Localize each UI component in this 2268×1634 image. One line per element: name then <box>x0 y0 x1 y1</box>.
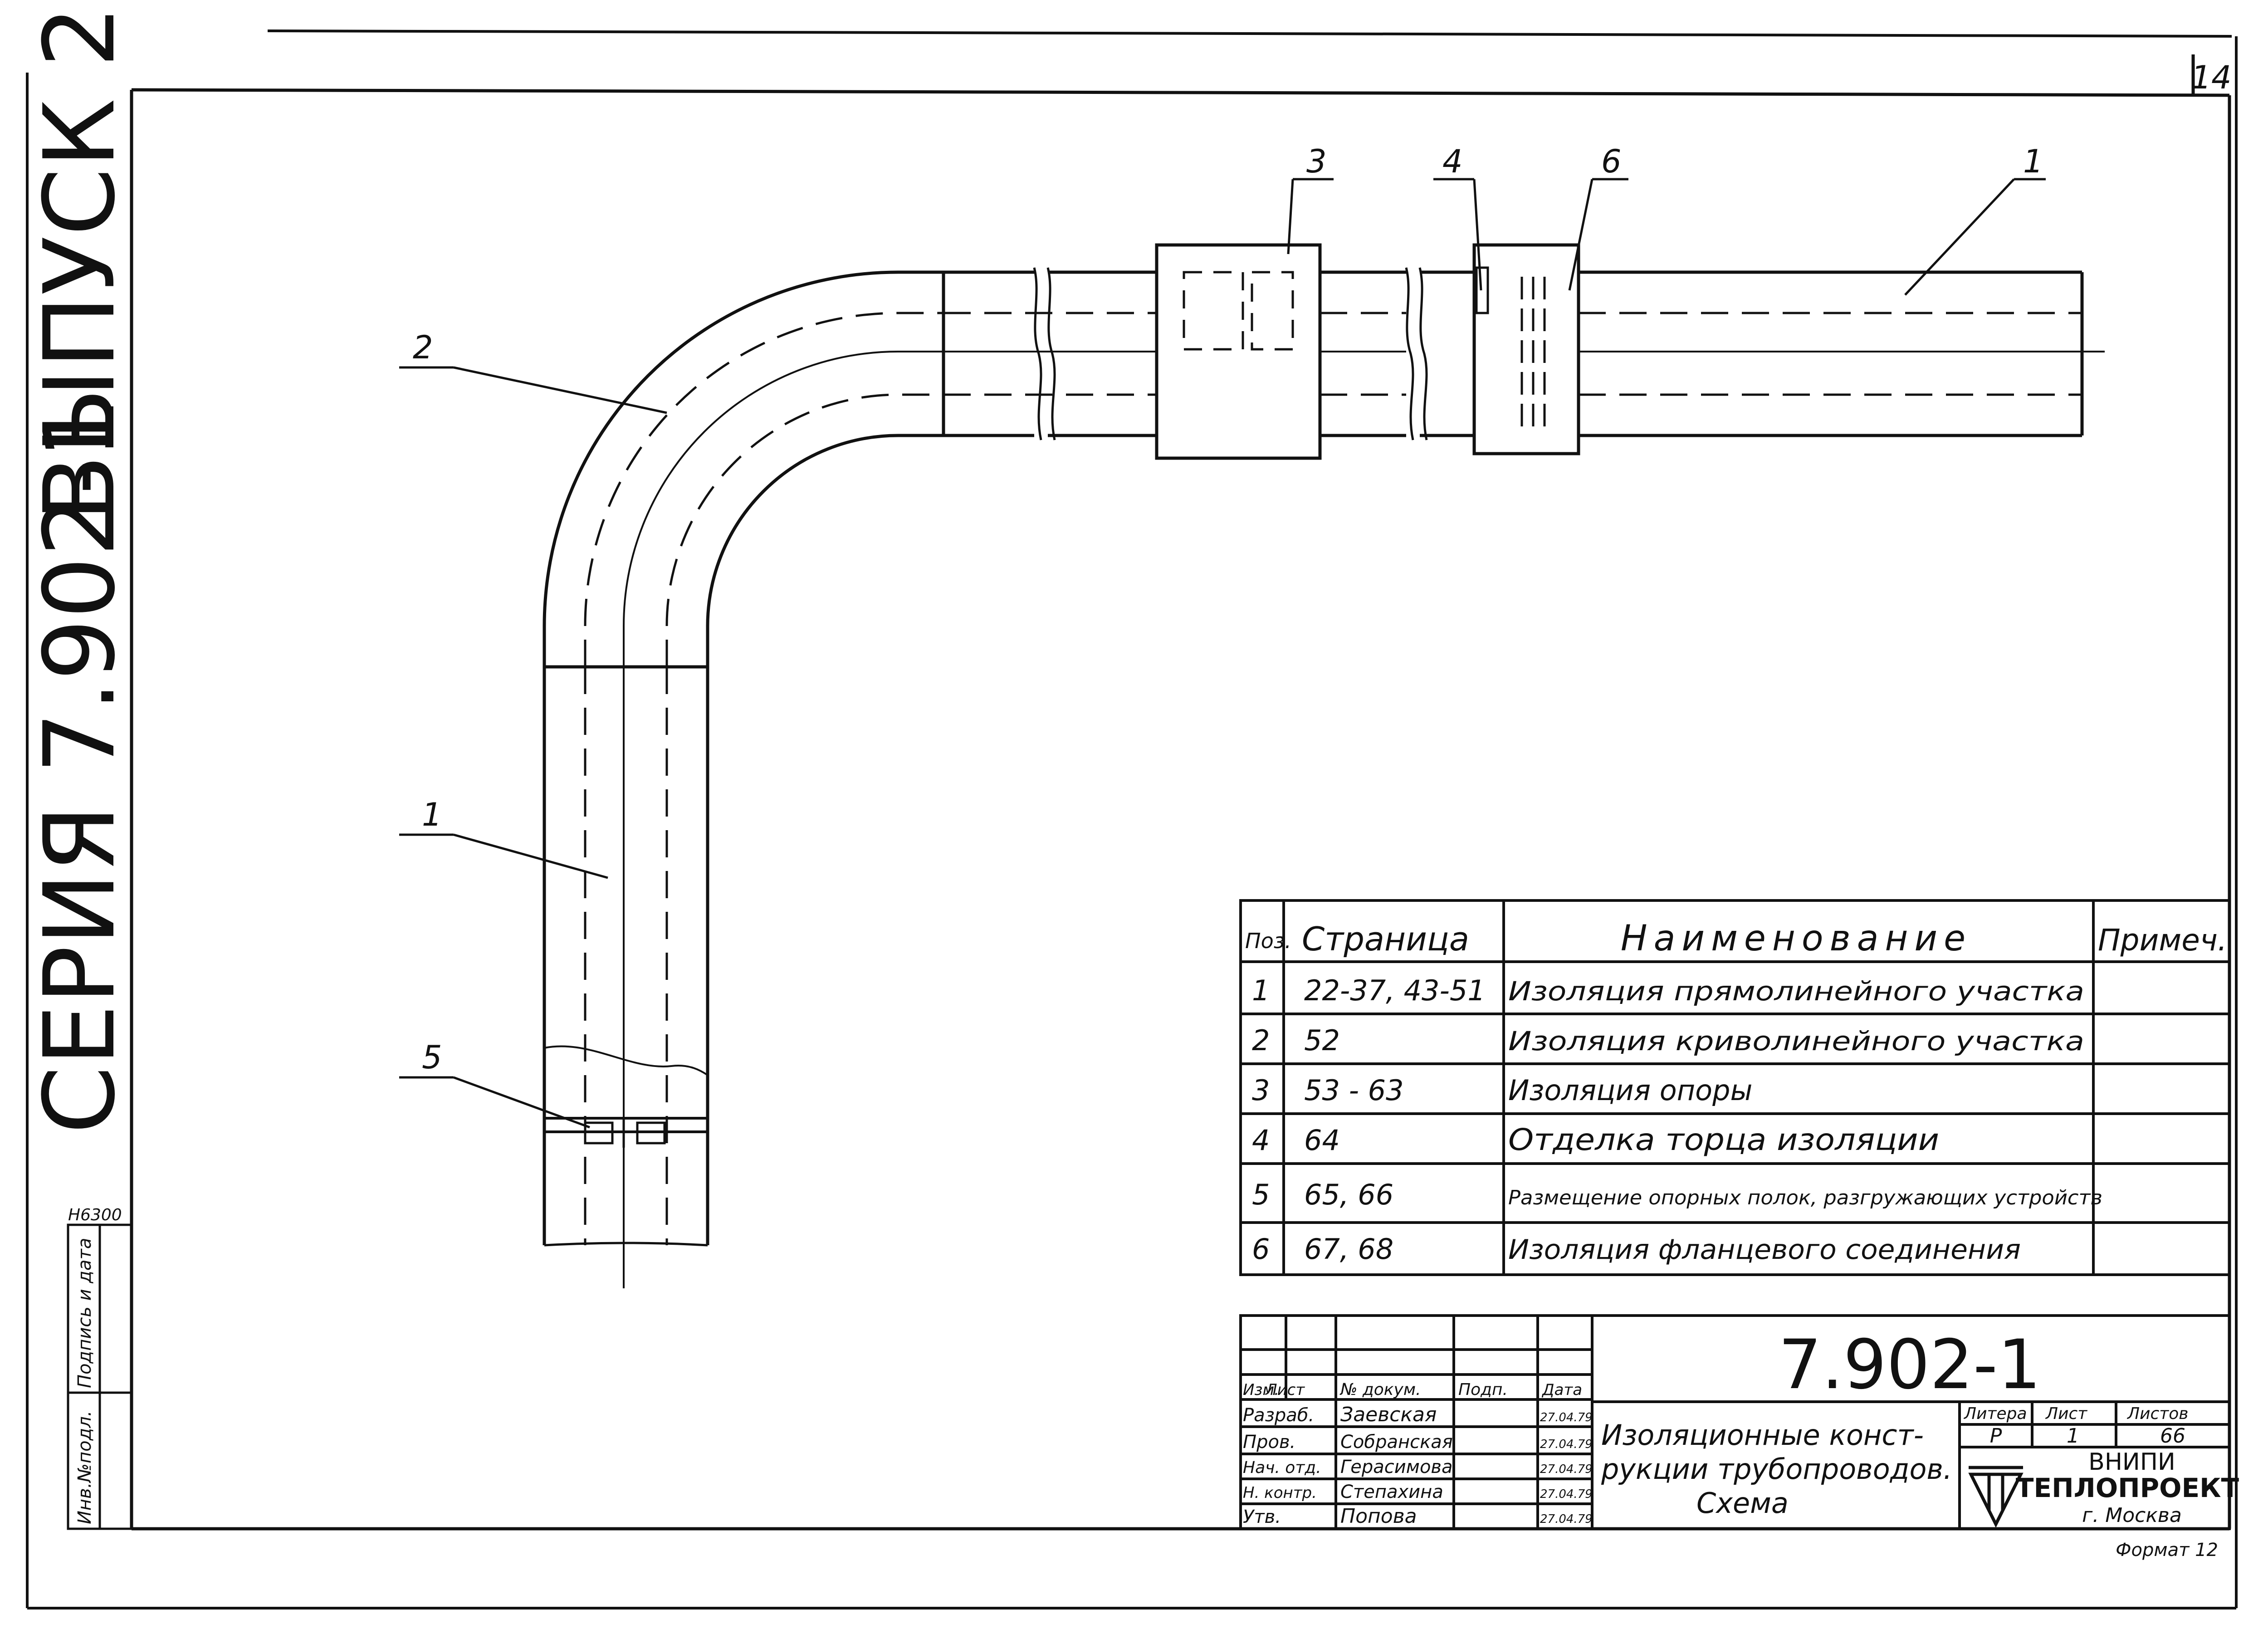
title-line-2: рукции трубопроводов. <box>1601 1453 1952 1486</box>
callout-6: 6 <box>1601 143 1622 180</box>
spec-row-pos: 2 <box>1252 1024 1270 1057</box>
signer-role: Нач. отд. <box>1243 1458 1321 1477</box>
sheet-value: 1 <box>2067 1424 2079 1448</box>
signer-date: 27.04.79 <box>1540 1438 1593 1451</box>
sheets-value: 66 <box>2160 1424 2185 1448</box>
callout-4: 4 <box>1442 143 1463 180</box>
signer-name: Степахина <box>1340 1482 1443 1502</box>
rev-header: № докум. <box>1339 1380 1421 1399</box>
spec-row-pos: 3 <box>1252 1074 1270 1107</box>
spec-row-page: 22-37, 43-51 <box>1304 974 1486 1007</box>
org-line-1: ВНИПИ <box>2088 1448 2175 1476</box>
signer-role: Утв. <box>1243 1507 1281 1527</box>
spec-row-pos: 1 <box>1252 974 1270 1007</box>
spec-row-pos: 4 <box>1252 1124 1270 1157</box>
spec-row-name: Размещение опорных полок, разгружающих у… <box>1508 1186 2102 1209</box>
signer-name: Собранская <box>1340 1432 1453 1453</box>
spec-table-grid <box>1239 899 2231 1276</box>
margin-code: Н6300 <box>68 1206 122 1224</box>
sheet-number: 14 <box>2191 59 2231 96</box>
spec-row-page: 64 <box>1304 1124 1340 1157</box>
spec-row-page: 53 - 63 <box>1304 1074 1404 1107</box>
title-line-3: Схема <box>1696 1487 1789 1520</box>
doc-code: 7.902-1 <box>1779 1326 2041 1404</box>
title-block-grid <box>1239 1314 2231 1530</box>
callout-5: 5 <box>422 1039 442 1076</box>
margin-inv-no: Инв.№подл. <box>74 1410 95 1524</box>
vertical-pipe <box>543 653 709 1288</box>
side-issue-label: ВЫПУСК 2 <box>23 5 137 522</box>
litera-label: Литера <box>1963 1404 2027 1423</box>
signer-name: Заевская <box>1340 1403 1437 1426</box>
callout-1-vertical: 1 <box>422 796 442 833</box>
margin-stamp <box>67 1223 133 1530</box>
signer-name: Попова <box>1340 1505 1417 1528</box>
org-line-2: ТЕПЛОПРОЕКТ <box>2016 1473 2239 1503</box>
spec-row-name: Изоляция фланцевого соединения <box>1508 1234 2021 1266</box>
drawing-frame <box>130 54 2231 1531</box>
spec-header-name: Наименование <box>1621 918 1972 959</box>
signer-date: 27.04.79 <box>1540 1487 1593 1501</box>
margin-sign-date: Подпись и дата <box>74 1238 95 1388</box>
signer-role: Разраб. <box>1243 1405 1314 1426</box>
page-edges <box>26 29 2238 1610</box>
spec-row-name: Изоляция прямолинейного участка <box>1508 976 2084 1007</box>
callout-2: 2 <box>413 329 433 366</box>
sheet-label: Лист <box>2045 1404 2087 1423</box>
spec-row-page: 52 <box>1304 1024 1340 1057</box>
leader-lines <box>399 178 2046 1129</box>
signer-date: 27.04.79 <box>1540 1512 1593 1526</box>
rev-header: Дата <box>1541 1381 1582 1399</box>
spec-row-name: Изоляция криволинейного участка <box>1508 1026 2084 1057</box>
side-labels: СЕРИЯ 7.902-1 ВЫПУСК 2 <box>23 5 137 1134</box>
teploproekt-logo <box>1968 1466 2024 1528</box>
litera-value: Р <box>1990 1424 2002 1448</box>
spec-header-pos: Поз. <box>1245 929 1291 953</box>
spec-row-page: 67, 68 <box>1304 1233 1393 1266</box>
signer-role: Пров. <box>1243 1432 1295 1453</box>
signer-role: Н. контр. <box>1243 1484 1317 1502</box>
sheets-label: Листов <box>2126 1404 2188 1423</box>
pipe-drawing <box>399 178 2105 1288</box>
rev-header: Лист <box>1265 1381 1305 1399</box>
rev-header: Подп. <box>1458 1380 1508 1399</box>
side-series-label: СЕРИЯ 7.902-1 <box>23 397 137 1134</box>
spec-row-pos: 6 <box>1252 1233 1270 1266</box>
spec-header-note: Примеч. <box>2098 923 2227 958</box>
spec-table: Поз. Страница Наименование Примеч. 1 22-… <box>1245 918 2227 1266</box>
callout-1: 1 <box>2023 143 2043 180</box>
spec-row-name: Отделка торца изоляции <box>1508 1122 1939 1157</box>
title-block: 7.902-1 Изоляционные конст- рукции трубо… <box>1243 1326 2239 1528</box>
pipe-bend <box>543 270 943 667</box>
signer-name: Герасимова <box>1340 1457 1453 1477</box>
spec-row-name: Изоляция опоры <box>1508 1074 1752 1107</box>
callout-3: 3 <box>1306 143 1327 180</box>
rev-header: Изм. <box>1243 1381 1279 1399</box>
signer-date: 27.04.79 <box>1540 1411 1593 1424</box>
format-label: Формат 12 <box>2116 1540 2218 1561</box>
signer-date: 27.04.79 <box>1540 1463 1593 1476</box>
spec-row-pos: 5 <box>1252 1178 1270 1211</box>
horizontal-pipe <box>942 243 2105 460</box>
title-line-1: Изоляционные конст- <box>1601 1419 1924 1452</box>
org-city: г. Москва <box>2082 1504 2182 1527</box>
spec-row-page: 65, 66 <box>1304 1178 1393 1211</box>
spec-header-page: Страница <box>1302 920 1469 958</box>
